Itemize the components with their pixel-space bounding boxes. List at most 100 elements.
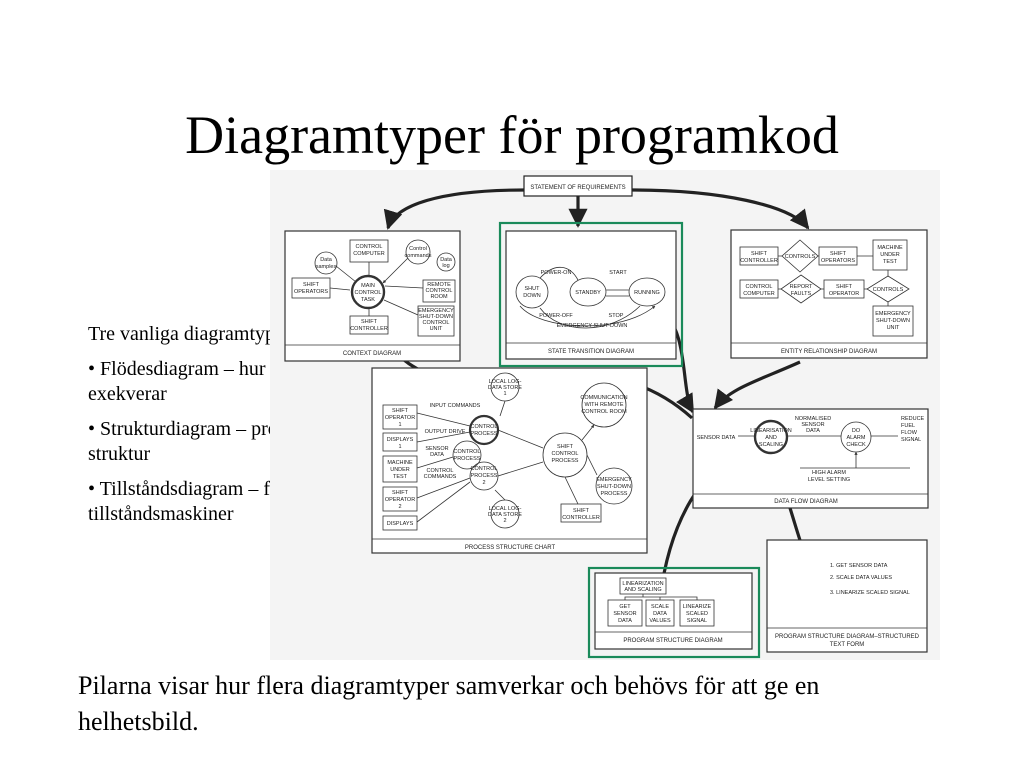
diagram-label: COMPUTER	[743, 291, 775, 297]
requirements-label: STATEMENT OF REQUIREMENTS	[530, 185, 625, 191]
diagram-label: COMMUNICATION	[580, 395, 627, 401]
diagram-label: 2	[482, 480, 485, 486]
diagram-label: OUTPUT DRIVE	[425, 429, 466, 435]
diagram-label: SCALE	[651, 604, 669, 610]
diagram-label: PROCESS	[454, 456, 481, 462]
process-caption: PROCESS STRUCTURE CHART	[465, 545, 556, 551]
diagram-label: LINEARISATION	[750, 428, 791, 434]
diagram-label: SHUT	[525, 286, 541, 292]
diagram-label: 2. SCALE DATA VALUES	[830, 575, 892, 581]
textform-diagram	[766, 539, 928, 653]
diagram-label: SHIFT	[303, 282, 320, 288]
diagram-label: CONTROLLER	[350, 326, 388, 332]
diagram-label: LEVEL SETTING	[808, 477, 850, 483]
state-diagram	[505, 230, 677, 360]
diagram-label: CONTROLS	[873, 287, 904, 293]
program-diagram	[594, 572, 753, 650]
diagram-label: SENSOR DATA	[697, 435, 736, 441]
diagram-label: OPERATORS	[294, 289, 328, 295]
diagram-label: SHIFT	[557, 444, 574, 450]
diagram-label: TASK	[361, 297, 375, 303]
diagram-label: DOWN	[523, 293, 540, 299]
requirements-box: STATEMENT OF REQUIREMENTS	[523, 175, 633, 197]
diagram-label: SIGNAL	[687, 618, 707, 624]
diagram-label: TEST	[883, 259, 898, 265]
diagram-label: STANDBY	[575, 290, 601, 296]
diagram-label: DATA	[618, 618, 632, 624]
diagram-label: samples	[316, 264, 337, 270]
diagram-label: log	[442, 263, 449, 269]
diagram-label: PROCESS	[471, 473, 498, 479]
diagram-label: HIGH ALARM	[812, 470, 846, 476]
entity-diagram	[730, 229, 928, 359]
diagram-label: FUEL	[901, 423, 915, 429]
diagram-label: 2	[503, 518, 506, 524]
diagram-label: ROOM	[430, 294, 448, 300]
diagram-label: COMMANDS	[424, 474, 457, 480]
footer-caption: Pilarna visar hur flera diagramtyper sam…	[78, 671, 820, 736]
bullet-marker: •	[88, 478, 96, 500]
diagram-label: ALARM	[847, 435, 866, 441]
diagram-label: UNDER	[390, 467, 410, 473]
diagram-label: SENSOR	[801, 422, 824, 428]
program-highlight-frame	[587, 566, 761, 659]
slide-title: Diagramtyper för programkod	[185, 105, 839, 165]
diagram-label: DISPLAYS	[387, 521, 414, 527]
diagram-label: EMERGENCY	[875, 311, 911, 317]
diagram-label: 2	[398, 504, 401, 510]
diagram-label: TEXT FORM	[830, 642, 865, 648]
diagram-label: STOP	[609, 313, 624, 319]
context-labels: CONTROL COMPUTER Data samples Control co…	[294, 244, 454, 357]
diagram-label: FLOW	[901, 430, 918, 436]
diagram-label: Data	[440, 257, 453, 263]
diagram-label: CONTROL	[471, 466, 498, 472]
dataflow-caption: DATA FLOW DIAGRAM	[774, 499, 837, 505]
diagram-label: SHIFT	[392, 408, 409, 414]
diagram-label: GET	[619, 604, 631, 610]
diagram-label: SHIFT	[751, 251, 768, 257]
diagram-label: WITH REMOTE	[584, 402, 623, 408]
diagram-label: VALUES	[649, 618, 671, 624]
diagram-label: INPUT COMMANDS	[430, 403, 481, 409]
diagram-label: PROCESS	[471, 431, 498, 437]
diagram-label: EMERGENCY	[418, 308, 454, 314]
diagram-label: SHIFT	[361, 319, 378, 325]
diagram-label: CONTROLLER	[562, 515, 600, 521]
arrow-to-entity	[631, 188, 810, 230]
diagram-label: REMOTE	[427, 282, 451, 288]
bullet-marker: •	[88, 418, 96, 440]
diagram-label: OPERATOR	[385, 415, 415, 421]
diagram-label: UNDER	[880, 252, 900, 258]
diagram-label: TEST	[393, 474, 408, 480]
diagram-label: LOCAL LOG-	[489, 506, 522, 512]
diagram-label: EMERGENCY	[596, 477, 632, 483]
diagram-label: 1. GET SENSOR DATA	[830, 563, 888, 569]
diagram-label: SHIFT	[392, 490, 409, 496]
diagram-label: REPORT	[790, 284, 813, 290]
diagram-label: AND SCALING	[624, 587, 661, 593]
diagram-label: CONTROL	[471, 424, 498, 430]
entity-caption: ENTITY RELATIONSHIP DIAGRAM	[781, 349, 877, 355]
diagram-label: OPERATORS	[821, 258, 855, 264]
diagram-label: MACHINE	[387, 460, 413, 466]
arrow-to-context	[383, 188, 525, 230]
diagram-label: START	[609, 270, 627, 276]
diagram-label: POWER-ON	[541, 270, 572, 276]
program-caption: PROGRAM STRUCTURE DIAGRAM	[623, 638, 722, 644]
diagram-label: CONTROL	[427, 468, 454, 474]
diagram-label: SCALED	[686, 611, 708, 617]
diagram-label: DISPLAYS	[387, 437, 414, 443]
diagram-label: 3. LINEARIZE SCALED SIGNAL	[830, 590, 910, 596]
diagram-label: LINEARIZATION	[622, 581, 663, 587]
diagram-label: REDUCE	[901, 416, 925, 422]
diagram-label: SHIFT	[830, 251, 847, 257]
diagram-label: 1	[503, 391, 506, 397]
diagram-label: commands	[405, 253, 432, 259]
intro-text: Tre vanliga diagramtyper:	[88, 323, 297, 345]
diagram-label: OPERATOR	[385, 497, 415, 503]
textform-labels: 1. GET SENSOR DATA 2. SCALE DATA VALUES …	[775, 563, 920, 648]
diagram-label: CONTROLS	[785, 254, 816, 260]
diagram-label: CONTROLLER	[740, 258, 778, 264]
arrow-entity-to-dataflow	[713, 360, 801, 410]
diagram-label: SIGNAL	[901, 437, 921, 443]
